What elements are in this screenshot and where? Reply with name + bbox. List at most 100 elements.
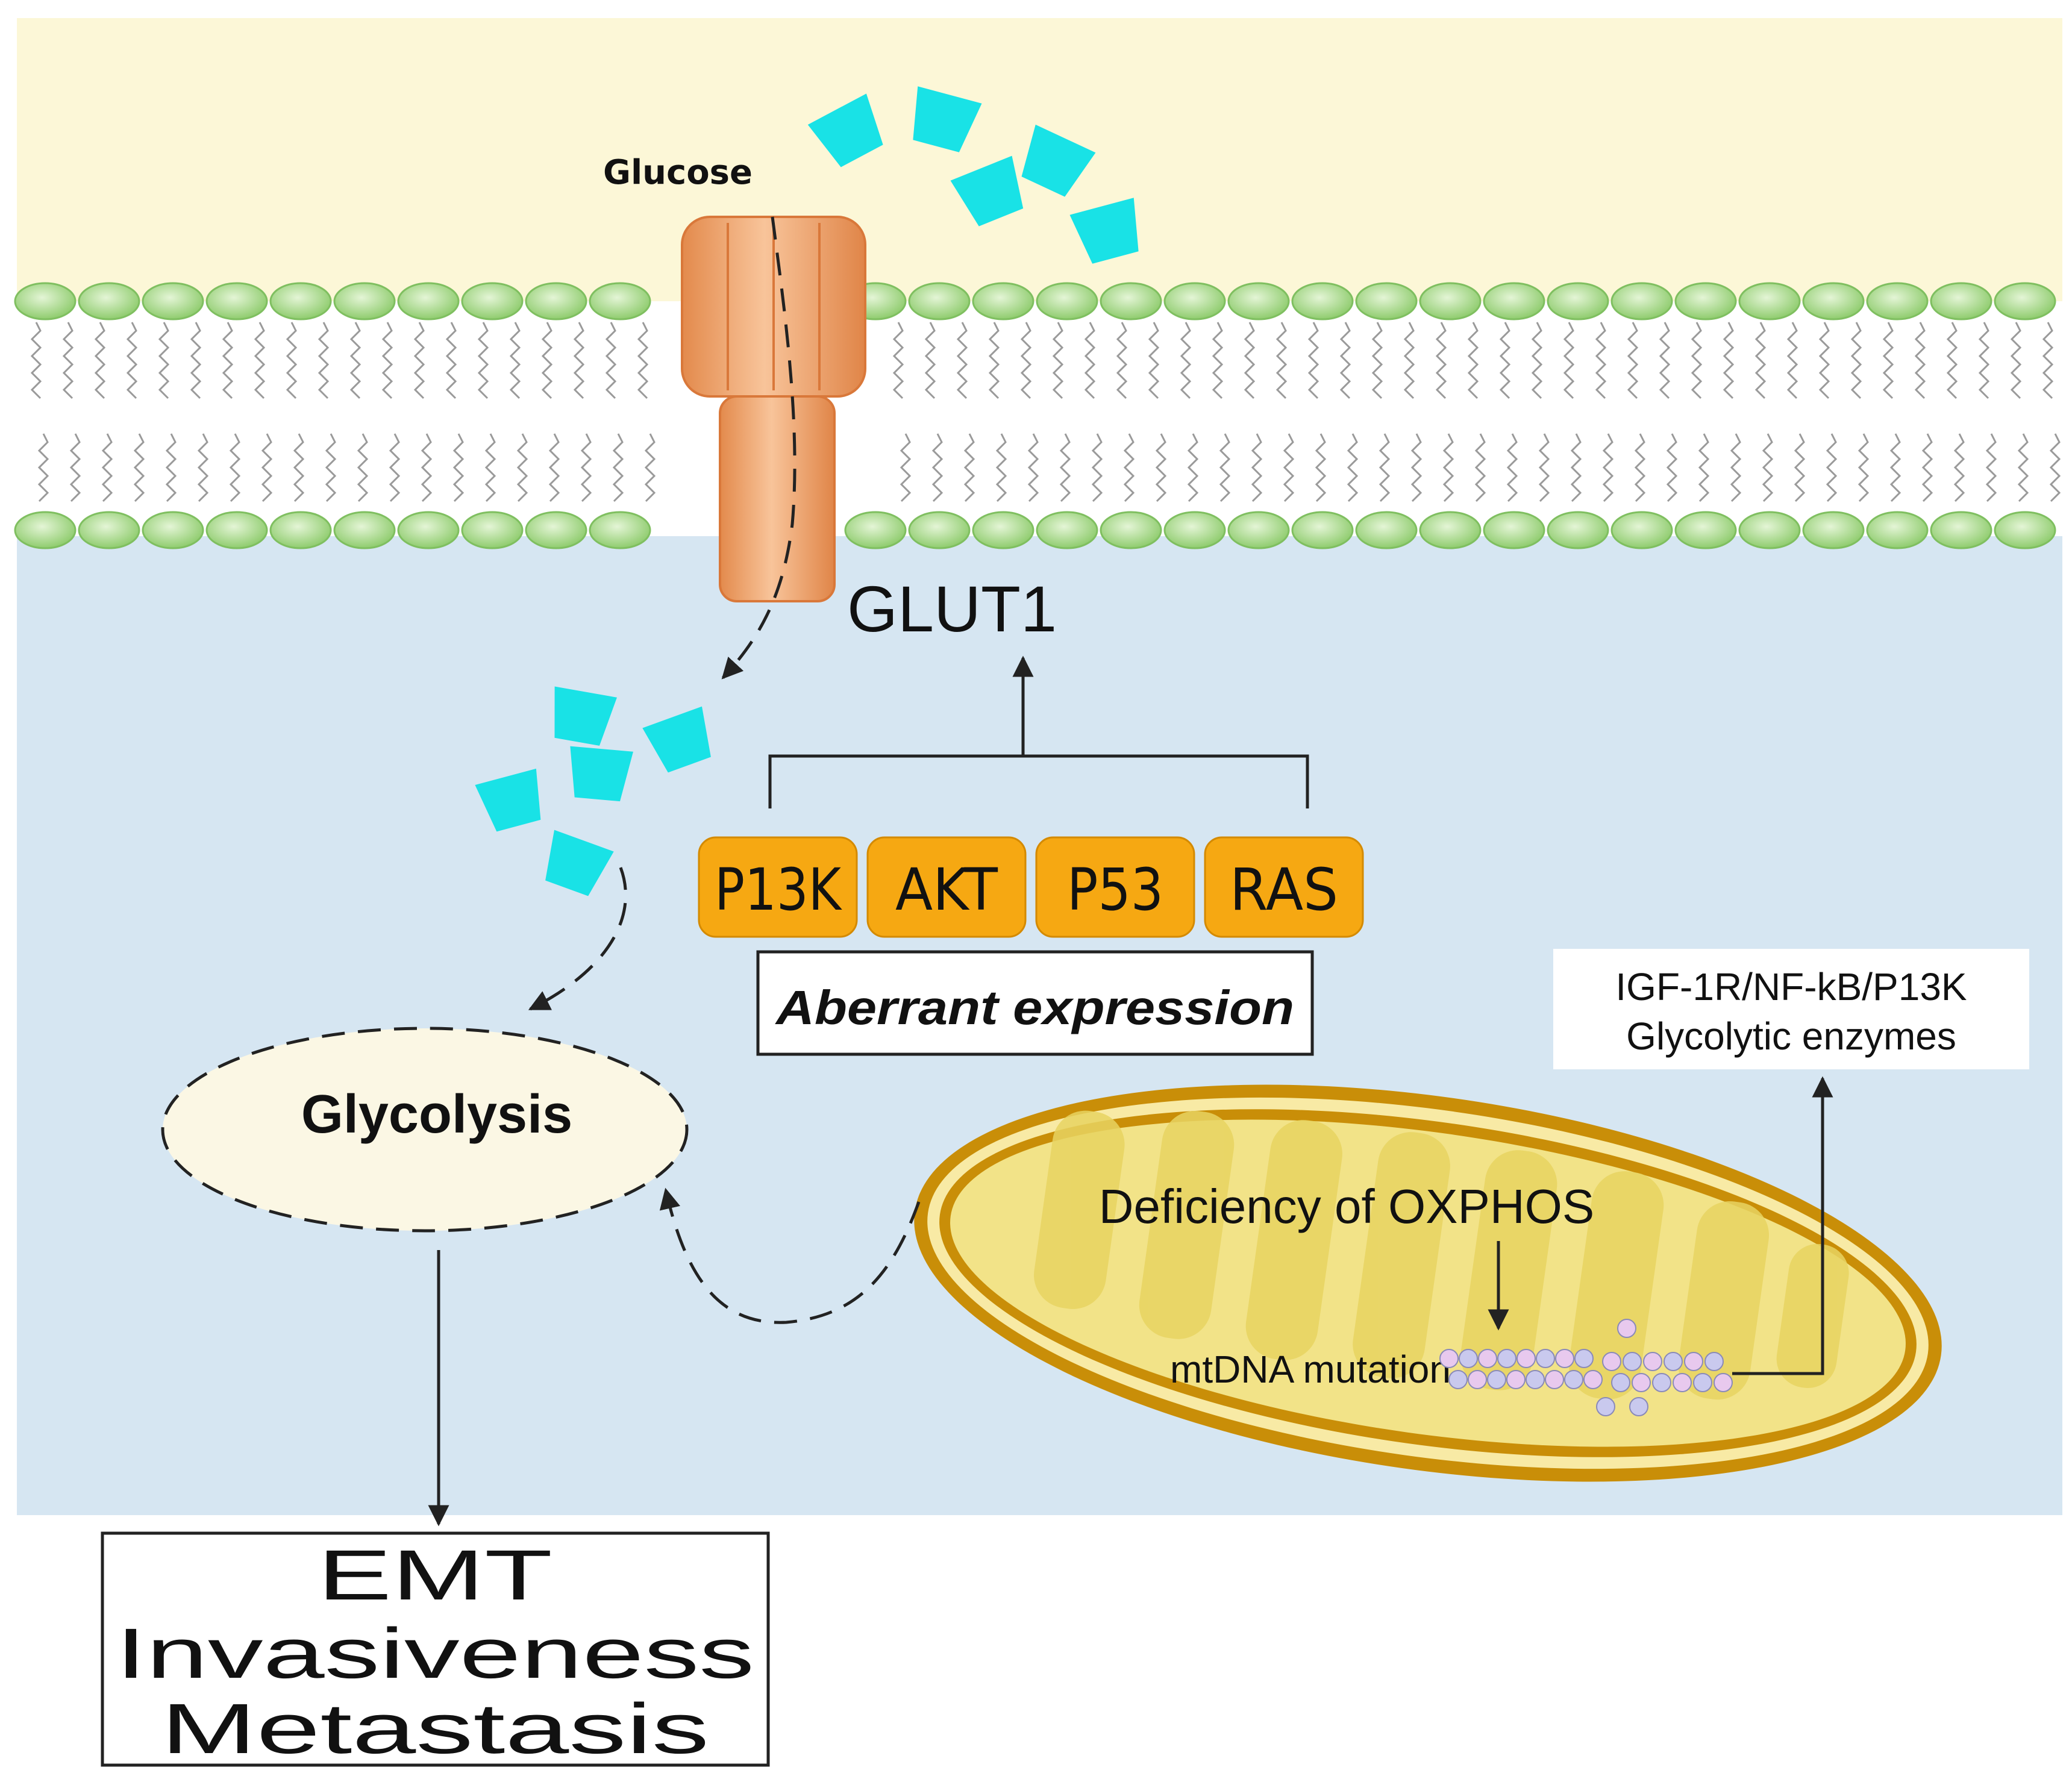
lipid-tail bbox=[516, 433, 528, 502]
lipid-tail bbox=[2042, 322, 2054, 399]
lipid-head bbox=[397, 511, 460, 549]
mtdna-bead bbox=[1596, 1397, 1615, 1416]
glut1-label: GLUT1 bbox=[847, 572, 1057, 645]
outcome-emt: EMT bbox=[318, 1536, 552, 1615]
lipid-tail bbox=[1474, 433, 1486, 502]
gene-label-p13k: P13K bbox=[715, 856, 842, 924]
lipid-tail bbox=[1538, 433, 1550, 502]
lipid-tail bbox=[1116, 322, 1128, 399]
mtdna-bead bbox=[1526, 1370, 1545, 1389]
lipid-head bbox=[1036, 282, 1098, 320]
lipid-head bbox=[525, 282, 587, 320]
lipid-tail bbox=[1027, 433, 1039, 502]
lipid-tail bbox=[1052, 322, 1064, 399]
lipid-tail bbox=[2049, 433, 2061, 502]
mtdna-bead bbox=[1704, 1352, 1724, 1371]
lipid-head bbox=[589, 282, 651, 320]
lipid-tail bbox=[190, 322, 202, 399]
lipid-head bbox=[14, 511, 77, 549]
lipid-tail bbox=[1123, 433, 1135, 502]
mtdna-to-igf-arrow bbox=[1732, 1076, 1833, 1375]
lipid-tail bbox=[1698, 433, 1710, 502]
mtdna-bead bbox=[1714, 1373, 1733, 1392]
lipid-tail bbox=[1978, 322, 1990, 399]
lipid-tail bbox=[261, 433, 273, 502]
lipid-tail bbox=[988, 322, 1000, 399]
lipid-head bbox=[142, 511, 204, 549]
glucose-molecule bbox=[554, 686, 617, 746]
lipid-tail bbox=[1403, 322, 1415, 399]
gene-bracket bbox=[768, 754, 1309, 808]
lipid-tail bbox=[293, 433, 305, 502]
mtdna-bead bbox=[1439, 1349, 1459, 1368]
lipid-head bbox=[1163, 511, 1226, 549]
mtdna-bead bbox=[1684, 1352, 1703, 1371]
lipid-tail bbox=[1659, 322, 1671, 399]
lipid-tail bbox=[548, 433, 560, 502]
lipid-tail bbox=[165, 433, 177, 502]
lipid-head bbox=[14, 282, 77, 320]
gene-box-p13k bbox=[698, 836, 858, 938]
lipid-tail bbox=[1531, 322, 1543, 399]
glucose-molecule bbox=[807, 93, 883, 167]
glut1-transporter bbox=[681, 216, 866, 602]
lipid-tail bbox=[1020, 322, 1032, 399]
glucose-molecule bbox=[570, 746, 633, 802]
lipid-head bbox=[908, 282, 971, 320]
lipid-tail bbox=[644, 433, 656, 502]
lipid-tail bbox=[318, 322, 330, 399]
lipid-tail bbox=[325, 433, 337, 502]
glucose-molecule bbox=[642, 706, 711, 773]
lipid-tail bbox=[452, 433, 465, 502]
glucose-label: Glucose bbox=[603, 153, 753, 192]
lipid-tail bbox=[900, 433, 912, 502]
lipid-head bbox=[1419, 511, 1482, 549]
lipid-head bbox=[333, 282, 396, 320]
glucose-molecule bbox=[913, 86, 982, 152]
gene-label-p53: P53 bbox=[1067, 856, 1163, 924]
lipid-tail bbox=[637, 322, 649, 399]
lipid-head bbox=[269, 511, 332, 549]
lipid-head bbox=[1674, 282, 1737, 320]
mtdna-bead bbox=[1555, 1349, 1574, 1368]
lipid-head bbox=[205, 282, 268, 320]
lipid-head bbox=[1930, 511, 1992, 549]
lipid-tail bbox=[286, 322, 298, 399]
lipid-tail bbox=[1283, 433, 1295, 502]
lipid-tail bbox=[1499, 322, 1511, 399]
lipid-tail bbox=[2010, 322, 2022, 399]
mtdna-beads bbox=[1439, 1319, 1733, 1416]
lipid-tail bbox=[158, 322, 170, 399]
lipid-tail bbox=[1953, 433, 1965, 502]
lipid-head bbox=[1355, 511, 1418, 549]
lipid-tails bbox=[30, 322, 2061, 502]
mtdna-bead bbox=[1545, 1370, 1564, 1389]
lipid-tail bbox=[1946, 322, 1958, 399]
aberrant-expression-label: Aberrant expression bbox=[775, 981, 1294, 1034]
outcome-invasiveness: Invasiveness bbox=[116, 1614, 754, 1693]
lipid-tail bbox=[509, 322, 521, 399]
lipid-tail bbox=[197, 433, 209, 502]
igf-box bbox=[1553, 949, 2029, 1069]
glucose-molecule bbox=[475, 768, 541, 832]
lipid-tail bbox=[612, 433, 624, 502]
lipid-head bbox=[1738, 511, 1801, 549]
mtdna-bead bbox=[1506, 1370, 1526, 1389]
mtdna-bead bbox=[1497, 1349, 1516, 1368]
lipid-tail bbox=[1180, 322, 1192, 399]
lipid-tail bbox=[1059, 433, 1071, 502]
lipid-tail bbox=[1723, 322, 1735, 399]
lipid-tail bbox=[956, 322, 968, 399]
lipid-tail bbox=[1762, 433, 1774, 502]
lipid-head bbox=[972, 511, 1034, 549]
gene-box-p53 bbox=[1035, 836, 1195, 938]
lipid-tail bbox=[1634, 433, 1646, 502]
lipid-tail bbox=[1985, 433, 1997, 502]
glycolysis-node bbox=[161, 1027, 689, 1233]
mtdna-mutation-label: mtDNA mutation bbox=[1170, 1348, 1451, 1391]
lipid-head bbox=[1483, 282, 1545, 320]
lipid-tail bbox=[1315, 433, 1327, 502]
lipid-tail bbox=[605, 322, 617, 399]
lipid-tail bbox=[1187, 433, 1199, 502]
lipid-tail bbox=[924, 322, 936, 399]
